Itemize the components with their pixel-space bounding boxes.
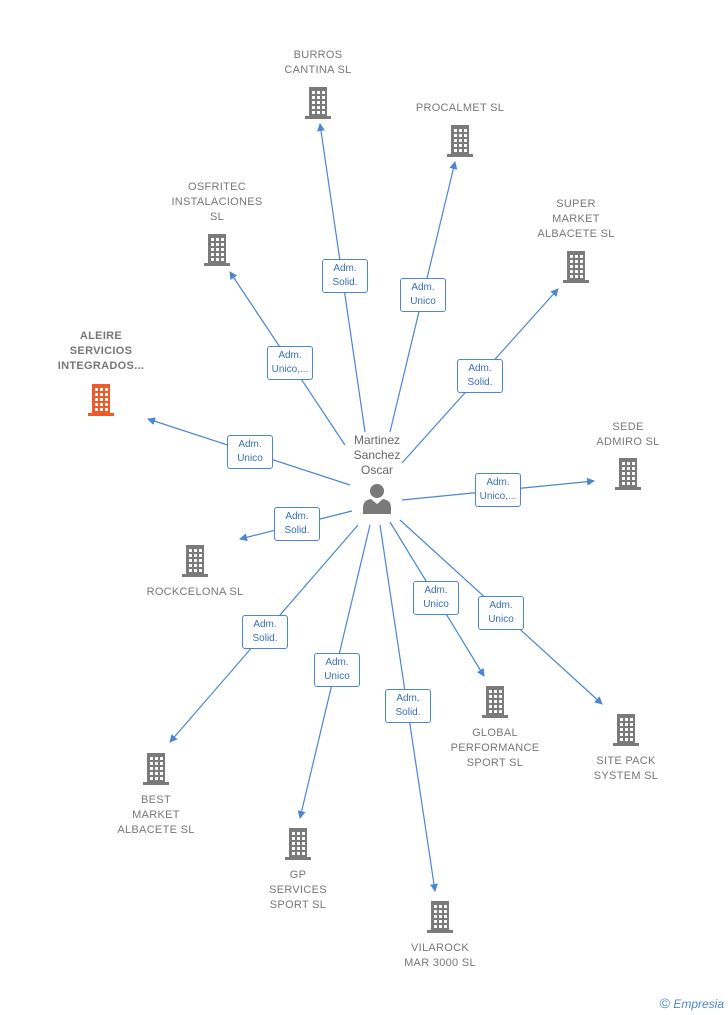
company-name: SUPER MARKET ALBACETE SL <box>537 198 615 240</box>
company-name: ALEIRE SERVICIOS INTEGRADOS... <box>57 330 145 372</box>
person-name: Martinez Sanchez Oscar <box>353 433 401 477</box>
role-label[interactable]: Adm. Solid. <box>322 259 368 293</box>
brand-watermark: © Empresia <box>660 995 724 1011</box>
building-icon <box>182 545 208 577</box>
company-node[interactable]: GP SERVICES SPORT SL <box>228 826 368 913</box>
company-name: SITE PACK SYSTEM SL <box>593 755 659 782</box>
company-node[interactable]: GLOBAL PERFORMANCE SPORT SL <box>425 684 565 771</box>
building-icon <box>305 87 331 119</box>
company-name: OSFRITEC INSTALACIONES SL <box>171 181 263 223</box>
building-icon <box>88 384 114 416</box>
company-node[interactable]: OSFRITEC INSTALACIONES SL <box>147 180 287 266</box>
company-name: GLOBAL PERFORMANCE SPORT SL <box>450 727 540 769</box>
company-node[interactable]: BURROS CANTINA SL <box>248 48 388 119</box>
company-node[interactable]: ROCKCELONA SL <box>125 543 265 600</box>
role-label[interactable]: Adm. Unico <box>227 435 273 469</box>
building-icon <box>447 125 473 157</box>
company-name: GP SERVICES SPORT SL <box>269 869 327 911</box>
company-name: VILAROCK MAR 3000 SL <box>404 942 476 969</box>
company-node[interactable]: BEST MARKET ALBACETE SL <box>86 751 226 838</box>
company-name: BURROS CANTINA SL <box>284 49 352 76</box>
role-label[interactable]: Adm. Solid. <box>274 507 320 541</box>
copyright-icon: © <box>659 995 670 1011</box>
role-label[interactable]: Adm. Solid. <box>242 615 288 649</box>
building-icon <box>482 686 508 718</box>
building-icon <box>204 234 230 266</box>
role-label[interactable]: Adm. Solid. <box>385 689 431 723</box>
company-node[interactable]: SEDE ADMIRO SL <box>558 420 698 490</box>
role-label[interactable]: Adm. Unico <box>413 581 459 615</box>
building-icon <box>285 828 311 860</box>
company-node[interactable]: VILAROCK MAR 3000 SL <box>370 899 510 971</box>
role-label[interactable]: Adm. Unico,... <box>267 346 313 380</box>
role-label[interactable]: Adm. Unico <box>314 653 360 687</box>
role-label[interactable]: Adm. Unico <box>400 278 446 312</box>
company-node[interactable]: ALEIRE SERVICIOS INTEGRADOS... <box>31 329 171 416</box>
person-icon <box>363 484 391 514</box>
company-name: ROCKCELONA SL <box>146 586 244 598</box>
brand-name: Empresia <box>673 997 724 1011</box>
company-node[interactable]: SITE PACK SYSTEM SL <box>556 712 696 784</box>
building-icon <box>427 901 453 933</box>
role-label[interactable]: Adm. Solid. <box>457 359 503 393</box>
role-label[interactable]: Adm. Unico <box>478 596 524 630</box>
company-name: PROCALMET SL <box>415 102 505 114</box>
company-name: BEST MARKET ALBACETE SL <box>117 794 195 836</box>
building-icon <box>143 753 169 785</box>
building-icon <box>615 458 641 490</box>
role-label[interactable]: Adm. Unico,... <box>475 473 521 507</box>
company-name: SEDE ADMIRO SL <box>596 421 660 448</box>
company-node[interactable]: PROCALMET SL <box>390 101 530 157</box>
building-icon <box>613 714 639 746</box>
company-node[interactable]: SUPER MARKET ALBACETE SL <box>506 197 646 283</box>
building-icon <box>563 251 589 283</box>
person-node[interactable]: Martinez Sanchez Oscar <box>327 433 427 514</box>
